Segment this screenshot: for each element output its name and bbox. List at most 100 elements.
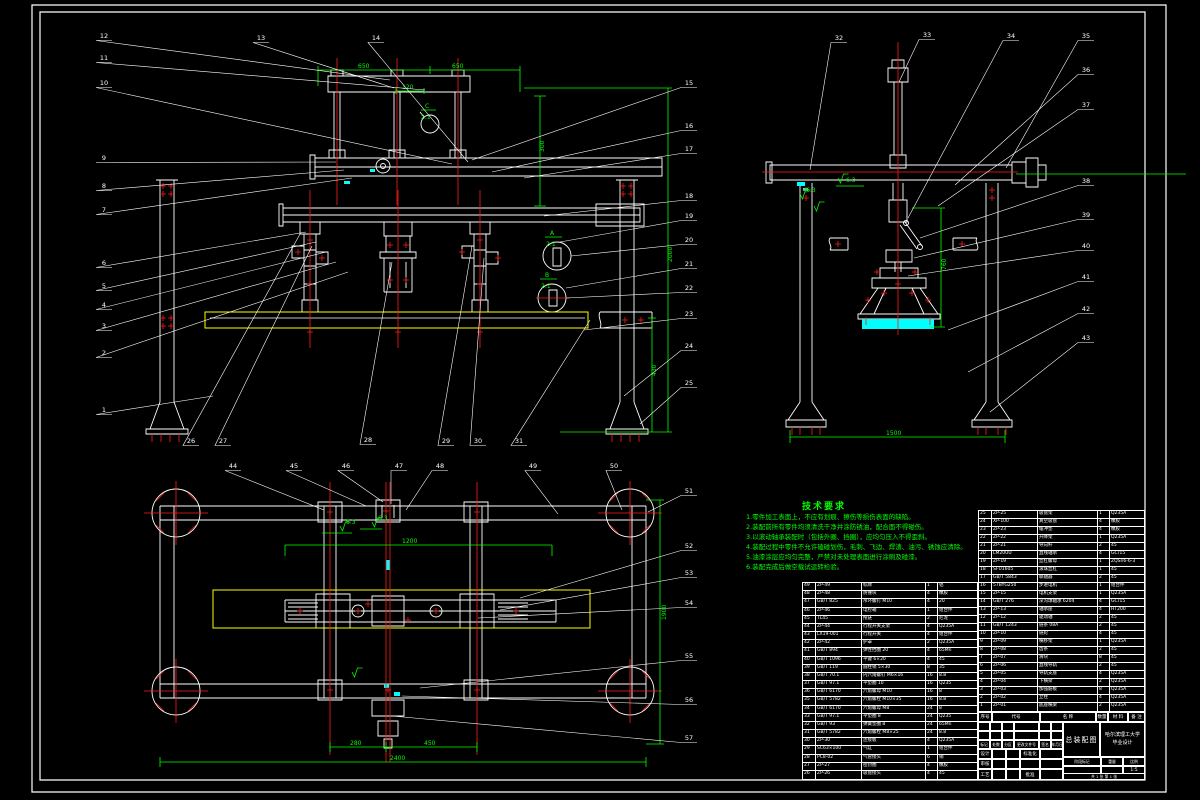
bom-cell: 步进电机 (1038, 583, 1098, 590)
bom-cell: ZP-27 (816, 762, 862, 770)
dimension-text: 650 (358, 63, 370, 70)
bom-cell: 10 (979, 631, 992, 638)
sheet-border (31, 4, 1167, 793)
bom-cell: 组合件 (1111, 583, 1125, 588)
bom-cell: 38 (803, 672, 816, 680)
bom-cell: 45 (1111, 575, 1117, 580)
bom-cell: 5 (979, 671, 992, 678)
bom-cell: 20 (939, 599, 945, 605)
bom-cell: 橡胶 (1111, 519, 1120, 524)
bom-cell: GB/T 97.1 (816, 713, 862, 721)
bom-cell: GB/T 825 (816, 599, 862, 607)
balloon-leader (647, 495, 697, 513)
balloon-leader (583, 318, 697, 331)
bom-cell: 24 (926, 705, 938, 713)
bom-cell: 轴承座 (1038, 607, 1098, 614)
note-line: 3.以滚动轴承装配时（包括外圈、挡圈），应均匀压入不得歪斜。 (746, 533, 931, 541)
balloon-leader (559, 220, 697, 243)
bom-cell: 4 (1098, 599, 1110, 606)
bom-cell: 4 (1098, 695, 1110, 702)
balloon-number: 35 (1082, 32, 1090, 40)
bom-cell: 1 (1098, 559, 1110, 566)
bom-cell: 六角螺母 M8 (862, 705, 926, 713)
balloon-leader (95, 251, 327, 310)
bom-header-qty: 数量 (1096, 712, 1108, 722)
note-line: 4.装配过程中零件不允许磕碰划伤，毛刺、飞边、焊渣、油污、锈蚀应清除。 (746, 543, 967, 551)
balloon-leader (214, 245, 313, 446)
tb-cell (1040, 749, 1063, 759)
tb-cell (1020, 759, 1040, 769)
bom-cell: ZP-02 (992, 695, 1038, 702)
bom-cell: 17 (979, 575, 992, 582)
balloon-number: 25 (685, 379, 693, 387)
bom-cell: ZQSn6-6-3 (1111, 559, 1136, 564)
balloon-number: 23 (685, 310, 693, 318)
bom-cell: 直线轴承 (1038, 551, 1098, 558)
balloon-leader (954, 74, 1094, 186)
tb-cell (1006, 759, 1020, 769)
balloon-leader (95, 231, 307, 268)
bom-cell: 2 (926, 640, 938, 648)
balloon-leader (359, 261, 393, 445)
balloon-number: 56 (685, 696, 693, 704)
bom-cell: 行程开关 (862, 632, 926, 640)
bom-cell: Q235A (939, 623, 955, 629)
balloon-number: 29 (442, 437, 450, 445)
bom-cell: 3 (979, 687, 992, 694)
balloon-number: 51 (685, 487, 693, 495)
dimension-text: 760 (941, 258, 948, 270)
bom-cell: 行程开关支架 (862, 623, 926, 631)
bom-cell: 2 (1098, 543, 1110, 550)
workpiece-bar-plan (212, 589, 591, 629)
tb-standard-label: 标准化 (1020, 749, 1040, 759)
balloon-number: 36 (1082, 66, 1090, 74)
balloon-leader (224, 470, 325, 511)
balloon-number: 40 (1082, 242, 1090, 250)
bom-cell: 吸盘接头 (862, 770, 926, 779)
bom-cell: 1 (1098, 583, 1110, 590)
balloon-number: 27 (219, 437, 227, 445)
org-line1: 哈尔滨理工大学 (1104, 732, 1140, 738)
bom-cell: LM20UU (992, 551, 1038, 558)
balloon-number: 21 (685, 260, 693, 268)
bom-cell: 35 (803, 697, 816, 705)
bom-cell: 45 (939, 770, 945, 776)
bom-cell: ZP-19 (992, 559, 1038, 566)
balloon-leader (471, 87, 697, 161)
balloon-number: 31 (515, 437, 523, 445)
dimension-text: 430 (651, 364, 658, 376)
balloon-number: 32 (835, 34, 843, 42)
bom-cell: 1 (926, 583, 938, 591)
dimension-text: 2:1 (421, 114, 431, 121)
dimension-text: 2:1 (541, 283, 551, 290)
bom-cell: 16 (926, 689, 938, 697)
stage-label: 阶段标记 (1063, 757, 1101, 766)
bom-cell: ZP-22 (992, 535, 1038, 542)
bom-cell: 4 (926, 632, 938, 640)
bom-cell: 4 (926, 599, 938, 607)
bom-cell: 22 (979, 535, 992, 542)
bom-cell: 14 (979, 599, 992, 606)
bom-cell: 8.8 (939, 697, 947, 703)
bom-cell: 下横梁 (1038, 679, 1098, 686)
bom-cell: Q235A (1111, 695, 1127, 700)
bom-cell: 2 (1098, 615, 1110, 622)
balloon-number: 17 (685, 145, 693, 153)
bom-cell: 2 (926, 615, 938, 623)
bom-cell: 40 (803, 656, 816, 664)
balloon-leader (95, 241, 317, 291)
dimension-text: 650 (452, 63, 464, 70)
bom-cell: 4 (1098, 631, 1110, 638)
